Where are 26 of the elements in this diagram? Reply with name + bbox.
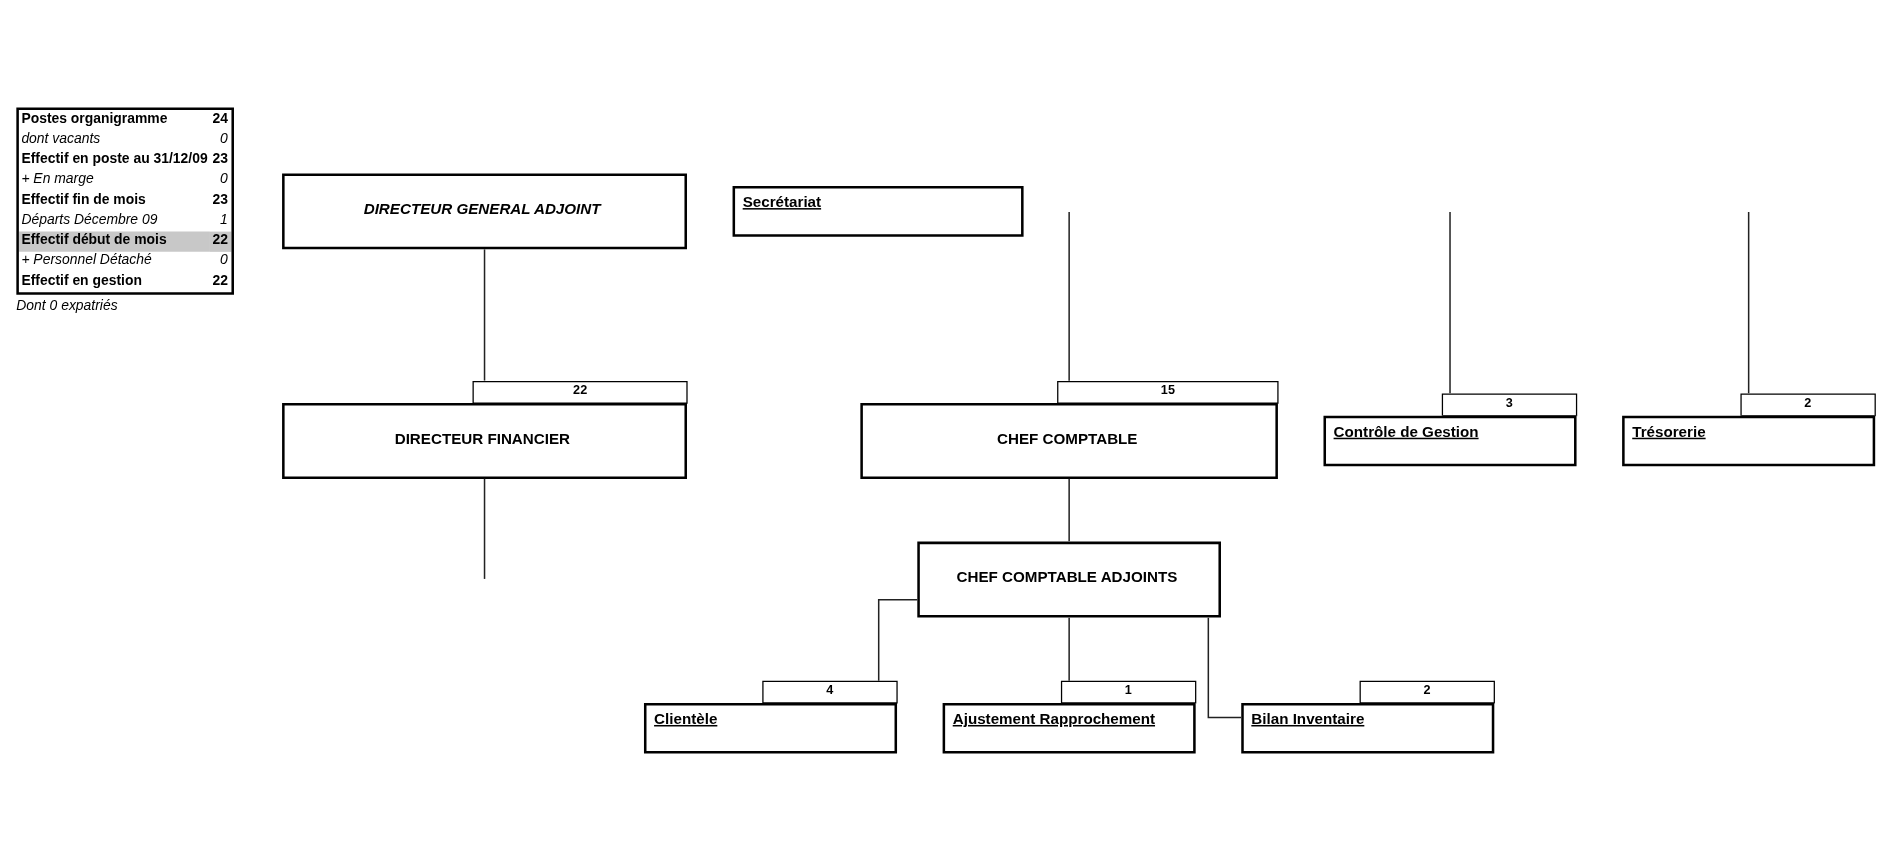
label: + Personnel Détaché: [21, 251, 152, 268]
node-label: 22: [573, 383, 588, 398]
label: Effectif fin de mois: [21, 190, 146, 207]
label: Dont 0 expatriés: [16, 296, 118, 313]
label: + En marge: [21, 170, 94, 187]
label: 0: [220, 170, 228, 187]
label: 23: [212, 190, 228, 207]
label: Effectif en gestion: [21, 271, 142, 288]
label: 0: [220, 251, 228, 268]
label: 24: [212, 109, 228, 126]
label: Effectif en poste au 31/12/09: [21, 150, 208, 167]
label: 22: [212, 271, 228, 288]
node-label: 4: [826, 683, 834, 698]
label: 1: [220, 210, 228, 227]
label: Effectif début de mois: [21, 231, 167, 247]
label: Postes organigramme: [21, 109, 168, 126]
label: 0: [220, 129, 228, 146]
node-label: 3: [1505, 395, 1513, 410]
label: Départs Décembre 09: [21, 210, 158, 227]
node-label: 1: [1124, 683, 1132, 698]
label: 23: [212, 150, 228, 167]
node-label: 2: [1804, 395, 1812, 410]
node-label: 2: [1423, 683, 1431, 698]
label: dont vacants: [21, 129, 101, 146]
node-label: 15: [1160, 383, 1175, 398]
label: 22: [212, 231, 228, 247]
